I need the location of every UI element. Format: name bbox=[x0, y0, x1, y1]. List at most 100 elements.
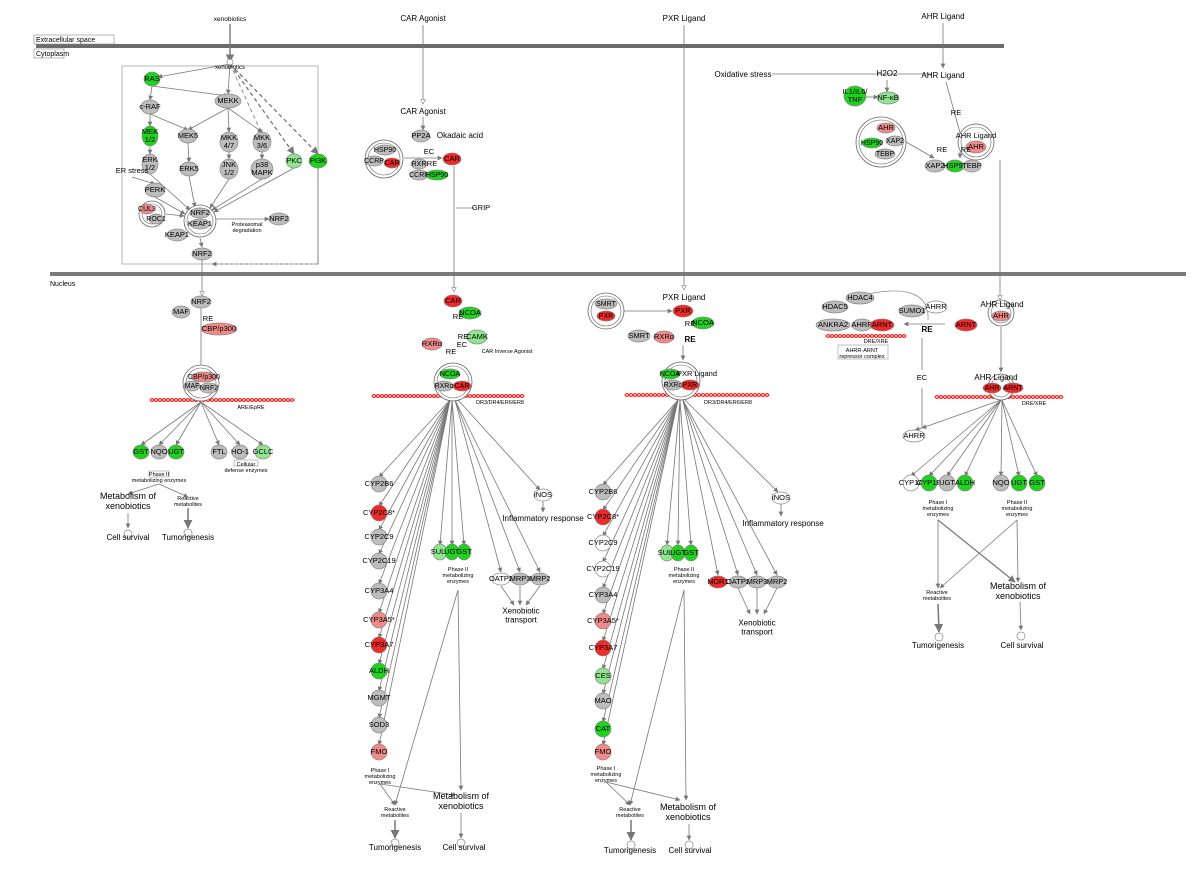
xap2b-node[interactable]: XAP2 bbox=[924, 159, 946, 173]
nrf2-c-node[interactable]: NRF2 bbox=[199, 382, 219, 394]
hsp90b-node[interactable]: HSP90 bbox=[425, 169, 449, 181]
10-node[interactable]: FMO bbox=[370, 743, 388, 761]
mrp3-node[interactable]: MRP3 bbox=[747, 575, 768, 589]
cbp-c-node[interactable]: CBP/p300 bbox=[188, 371, 220, 383]
maf-node[interactable]: MAF bbox=[171, 305, 191, 319]
car-nuc-node[interactable]: CAR bbox=[443, 294, 463, 308]
rxra-node[interactable]: RXRα bbox=[653, 330, 675, 344]
4-node[interactable]: CYP3A4 bbox=[589, 586, 618, 604]
2-node[interactable]: CYP2C9 bbox=[588, 534, 618, 552]
pi3k-node[interactable]: PI3K bbox=[308, 153, 328, 169]
hsp90-node[interactable]: HSP90 bbox=[374, 144, 396, 156]
ncoa-c-node[interactable]: NCOA bbox=[659, 368, 681, 380]
ahrr-node[interactable]: AHRR bbox=[924, 300, 948, 314]
gst-node[interactable]: GST bbox=[132, 444, 150, 460]
5-node[interactable]: CYP3A5* bbox=[587, 612, 619, 630]
ugt2-node[interactable]: UGT bbox=[1010, 474, 1028, 492]
rxra-node[interactable]: RXRα bbox=[421, 337, 443, 351]
il1-node[interactable]: IL1/IL6/TNF bbox=[842, 85, 868, 107]
8-node[interactable]: MGMT bbox=[368, 689, 391, 707]
7-node[interactable]: ALDH bbox=[369, 662, 389, 680]
erk5-node[interactable]: ERK5 bbox=[179, 161, 199, 177]
3-node[interactable]: CYP2C19 bbox=[362, 552, 396, 570]
mekk-node[interactable]: MEKK bbox=[214, 93, 242, 109]
pxr-c-node[interactable]: PXR bbox=[596, 310, 616, 322]
ahr-c2-node[interactable]: AHR bbox=[965, 140, 987, 154]
nfkb-node[interactable]: NF-κB bbox=[876, 91, 900, 105]
ankra2-node[interactable]: ANKRA2 bbox=[815, 318, 851, 332]
pxr-cc-node[interactable]: PXR bbox=[680, 379, 700, 391]
keap1-c-node[interactable]: KEAP1 bbox=[188, 218, 212, 230]
inos-node[interactable]: iNOS bbox=[533, 488, 553, 502]
car-cc-node[interactable]: CAR bbox=[452, 380, 472, 392]
6-node[interactable]: CYP3A7 bbox=[589, 639, 618, 657]
rxr-node[interactable]: RXR bbox=[410, 158, 428, 170]
inos-node[interactable]: iNOS bbox=[771, 491, 791, 505]
cbp-node[interactable]: CBP/p300 bbox=[200, 322, 238, 336]
9-node[interactable]: SOD3 bbox=[369, 716, 389, 734]
car-c-node[interactable]: CAR bbox=[383, 157, 401, 169]
nrf2-deg-node[interactable]: NRF2 bbox=[268, 212, 290, 226]
craf-node[interactable]: c-RAF bbox=[139, 99, 161, 115]
car-node[interactable]: CAR bbox=[442, 152, 462, 166]
arnt-n-node[interactable]: ARNT bbox=[1002, 382, 1024, 394]
hdac5-node[interactable]: HDAC5 bbox=[821, 300, 849, 314]
gst-node[interactable]: GST bbox=[683, 544, 699, 562]
ncoa-c-node[interactable]: NCOA bbox=[439, 368, 461, 380]
ahr-n-node[interactable]: AHR bbox=[991, 310, 1011, 322]
7-node[interactable]: CES bbox=[594, 667, 612, 685]
ftl-node[interactable]: FTL bbox=[210, 444, 228, 460]
ahr-n-node[interactable]: AHR bbox=[982, 382, 1002, 394]
ahrr2-node[interactable]: AHRR bbox=[902, 429, 926, 443]
pp2a-node[interactable]: PP2A bbox=[411, 129, 431, 143]
rxra-c-node[interactable]: RXRα bbox=[435, 380, 454, 392]
ccrp-node[interactable]: CCRP bbox=[364, 155, 384, 167]
cul3-node[interactable]: CUL3 bbox=[138, 203, 156, 215]
maf-c-node[interactable]: MAF bbox=[183, 380, 201, 392]
keap1-node[interactable]: KEAP1 bbox=[165, 228, 189, 242]
4-node[interactable]: CYP3A4 bbox=[365, 582, 394, 600]
0-node[interactable]: CYP2B6 bbox=[589, 483, 618, 501]
cyp1b-node[interactable]: CYP1B bbox=[917, 474, 942, 492]
roc1-node[interactable]: ROC1 bbox=[146, 213, 166, 225]
oatp2-node[interactable]: OATP2 bbox=[726, 575, 750, 589]
tebp-node[interactable]: TEBP bbox=[874, 148, 896, 160]
gst-node[interactable]: GST bbox=[456, 543, 472, 561]
tebpb-node[interactable]: TEBP bbox=[962, 159, 982, 173]
oatp2-node[interactable]: OATP2 bbox=[489, 572, 513, 586]
xap2-node[interactable]: XAP2 bbox=[885, 135, 905, 147]
9-node[interactable]: CAT bbox=[594, 720, 612, 738]
aldh-node[interactable]: ALDH bbox=[955, 474, 975, 492]
3-node[interactable]: CYP2C19 bbox=[586, 560, 620, 578]
smrt-c-node[interactable]: SMRT bbox=[594, 298, 618, 310]
cyp1a-node[interactable]: CYP1A bbox=[899, 474, 924, 492]
hsp90-node[interactable]: HSP90 bbox=[861, 137, 883, 149]
ugt1-node[interactable]: UGT bbox=[938, 474, 956, 492]
hsp90b-node[interactable]: HSP90 bbox=[943, 159, 967, 173]
mdr1-node[interactable]: MDR1 bbox=[707, 575, 729, 589]
gst-node[interactable]: GST bbox=[1028, 474, 1046, 492]
ras-node[interactable]: RAS bbox=[143, 71, 161, 87]
1-node[interactable]: CYP2C8* bbox=[587, 508, 619, 526]
pkc-node[interactable]: PKC bbox=[285, 153, 303, 169]
5-node[interactable]: CYP3A5* bbox=[363, 611, 395, 629]
sumo1-node[interactable]: SUMO1 bbox=[898, 304, 926, 318]
hdac4-node[interactable]: HDAC4 bbox=[845, 291, 875, 305]
nrf2-out-node[interactable]: NRF2 bbox=[191, 247, 213, 261]
6-node[interactable]: CYP3A7 bbox=[365, 636, 394, 654]
mrp2-node[interactable]: MRP2 bbox=[767, 575, 788, 589]
camk-node[interactable]: CAMK bbox=[466, 329, 488, 345]
arnt-node[interactable]: ARNT bbox=[954, 318, 978, 332]
ncoa-node[interactable]: NCOA bbox=[458, 306, 482, 320]
nrf2-nuc-node[interactable]: NRF2 bbox=[190, 295, 212, 309]
0-node[interactable]: CYP2B6 bbox=[365, 475, 394, 493]
nrf2-keap-node[interactable]: NRF2 bbox=[189, 207, 211, 219]
ahr-c-node[interactable]: AHR bbox=[876, 122, 896, 134]
rxra-c-node[interactable]: RXRα bbox=[664, 379, 683, 391]
mrp2-node[interactable]: MRP2 bbox=[530, 572, 551, 586]
